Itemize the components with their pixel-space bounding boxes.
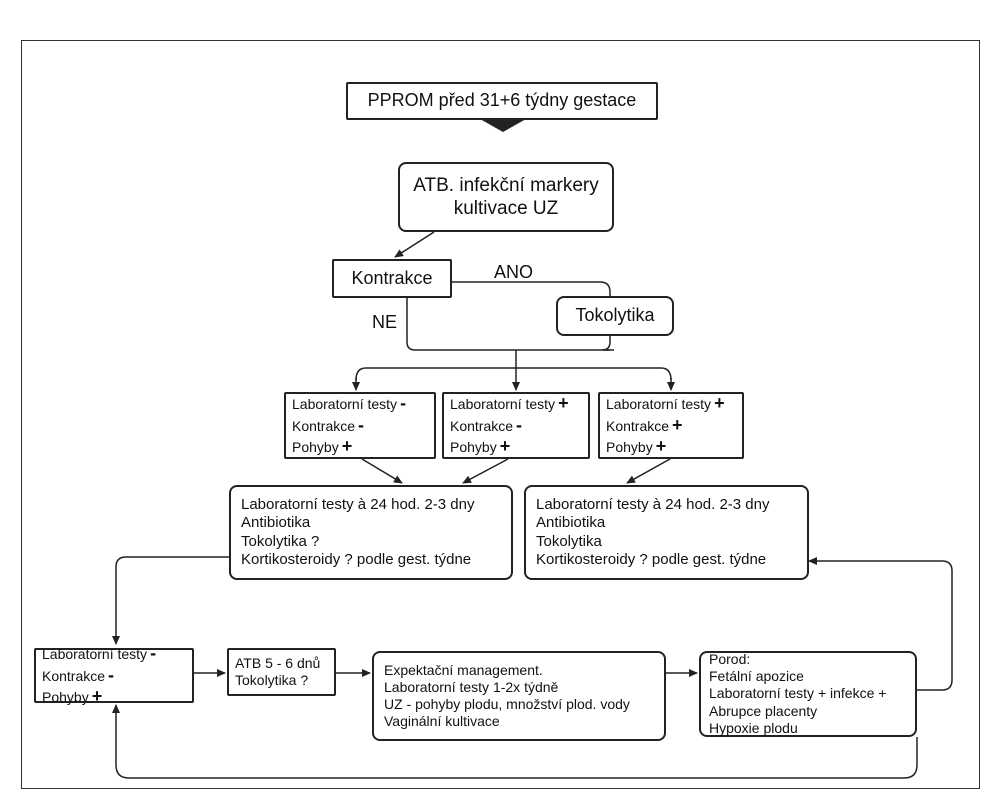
mgmt-left-line-4: Kortikosteroidy ? podle gest. týdne (241, 550, 472, 568)
bottom-test-box: Laboratorní testy- Kontrakce- Pohyby+ (34, 643, 194, 707)
line-tokolytika-merge (601, 336, 614, 351)
bottom-row1-label: Laboratorní testy (42, 645, 148, 662)
title-text: PPROM před 31+6 týdny gestace (367, 90, 637, 111)
expect-line-3: UZ - pohyby plodu, množství plod. vody (384, 696, 630, 712)
bottom-row1-sign: - (150, 642, 157, 663)
atb-markers-box: ATB. infekční markery kultivace UZ (398, 162, 614, 232)
test3-row1-label: Laboratorní testy (606, 395, 712, 412)
test1-row2-label: Kontrakce (292, 417, 356, 434)
test3-row2-sign: + (672, 414, 683, 435)
bottom-row2-sign: - (108, 664, 115, 685)
bottom-row3-sign: + (91, 686, 103, 707)
test1-row3-label: Pohyby (292, 439, 339, 456)
arrow-test3-to-mgmt-right (626, 458, 671, 484)
test1-row2-sign: - (358, 414, 365, 435)
test-box-2: Laboratorní testy+ Kontrakce- Pohyby+ (442, 392, 590, 459)
loop-porod-to-bottom-tests (112, 704, 918, 779)
title-box: PPROM před 31+6 týdny gestace (346, 82, 658, 120)
expect-line-1: Expektační management. (384, 661, 543, 678)
mgmt-left-line-3: Tokolytika ? (241, 532, 320, 550)
test2-row3-label: Pohyby (450, 439, 497, 456)
porod-line-4: Abrupce placenty (709, 702, 818, 719)
expectation-box: Expektační management. Laboratorní testy… (372, 651, 666, 741)
title-pointer (480, 119, 526, 132)
line-ano-branch (452, 281, 611, 296)
mgmt-right-line-1: Laboratorní testy à 24 hod. 2-3 dny (536, 495, 770, 513)
test-box-3: Laboratorní testy+ Kontrakce+ Pohyby+ (598, 392, 744, 459)
tokolytika-label: Tokolytika (575, 305, 655, 326)
porod-line-5: Hypoxie plodu (709, 719, 798, 736)
porod-line-3: Laboratorní testy + infekce + (709, 685, 887, 702)
atb-days-line-1: ATB 5 - 6 dnů (235, 654, 321, 671)
mgmt-left-line-2: Antibiotika (241, 514, 311, 532)
bottom-row2-label: Kontrakce (42, 667, 106, 684)
line-ne-branch (406, 298, 610, 351)
mgmt-right-line-2: Antibiotika (536, 514, 606, 532)
test3-row3-sign: + (655, 436, 667, 457)
bottom-row3-label: Pohyby (42, 689, 89, 706)
atb-line-1: ATB. infekční markery (413, 174, 599, 196)
porod-line-1: Porod: (709, 651, 751, 668)
management-box-left: Laboratorní testy à 24 hod. 2-3 dny Anti… (229, 485, 513, 580)
arrow-atb-to-kontrakce (394, 231, 435, 258)
kontrakce-label: Kontrakce (351, 267, 433, 288)
arrow-mgmt-left-to-bottom-tests (112, 556, 229, 645)
test2-row2-label: Kontrakce (450, 417, 514, 434)
test2-row1-label: Laboratorní testy (450, 395, 556, 412)
mgmt-left-line-1: Laboratorní testy à 24 hod. 2-3 dny (241, 495, 475, 513)
mgmt-right-line-4: Kortikosteroidy ? podle gest. týdne (536, 550, 767, 568)
loop-porod-to-mgmt-right (808, 557, 953, 691)
kontrakce-box: Kontrakce (332, 259, 452, 298)
expect-line-2: Laboratorní testy 1-2x týdně (384, 678, 559, 695)
test2-row2-sign: - (516, 414, 523, 435)
mgmt-right-line-3: Tokolytika (536, 532, 602, 550)
porod-line-2: Fetální apozice (709, 668, 804, 685)
test1-row1-sign: - (400, 392, 407, 413)
test1-row1-label: Laboratorní testy (292, 395, 398, 412)
test-box-1: Laboratorní testy- Kontrakce- Pohyby+ (284, 392, 436, 459)
diagram-frame (21, 40, 980, 789)
atb-days-box: ATB 5 - 6 dnů Tokolytika ? (227, 648, 336, 696)
branch-label-ano: ANO (494, 262, 534, 282)
branch-label-ne: NE (372, 312, 398, 332)
test3-row2-label: Kontrakce (606, 417, 670, 434)
arrow-test2-to-mgmt-left (462, 458, 509, 484)
test1-row3-sign: + (341, 436, 353, 457)
line-distribution-bar (355, 367, 672, 381)
test3-row3-label: Pohyby (606, 439, 653, 456)
test2-row1-sign: + (558, 392, 569, 413)
atb-days-line-2: Tokolytika ? (235, 672, 309, 688)
test3-row1-sign: + (714, 392, 725, 413)
arrow-test1-to-mgmt-left (361, 458, 403, 484)
atb-line-2: kultivace UZ (453, 198, 559, 219)
test2-row3-sign: + (499, 436, 511, 457)
expect-line-4: Vaginální kultivace (384, 713, 500, 730)
management-box-right: Laboratorní testy à 24 hod. 2-3 dny Anti… (524, 485, 809, 580)
tokolytika-box: Tokolytika (556, 296, 674, 336)
porod-box: Porod: Fetální apozice Laboratorní testy… (699, 651, 917, 737)
